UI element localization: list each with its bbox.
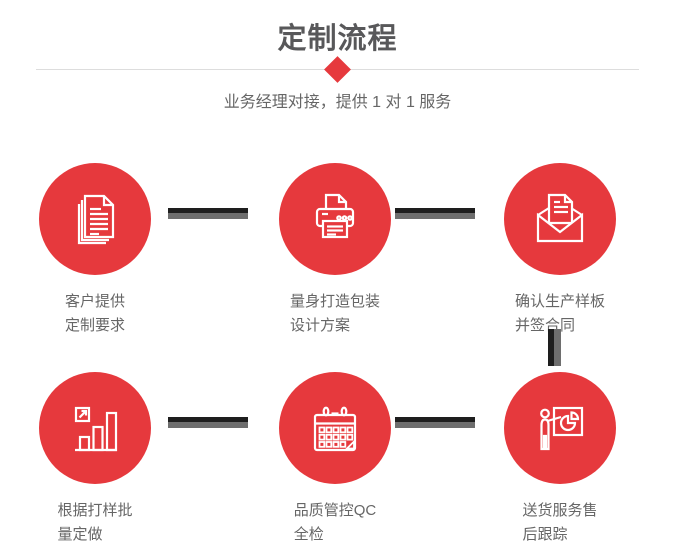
process-step-1: 客户提供 定制要求 bbox=[15, 163, 175, 338]
step-label: 送货服务售 后跟踪 bbox=[522, 502, 598, 543]
diamond-icon bbox=[324, 56, 351, 83]
process-step-2: 量身打造包装 设计方案 bbox=[255, 163, 415, 338]
step-label: 量身打造包装 设计方案 bbox=[289, 293, 380, 334]
page-title: 定制流程 bbox=[277, 23, 398, 55]
calendar-icon bbox=[305, 398, 365, 458]
step-label: 品质管控QC 全检 bbox=[293, 502, 377, 543]
page-subtitle: 业务经理对接，提供 1 对 1 服务 bbox=[223, 94, 452, 111]
connector-vertical bbox=[548, 329, 561, 366]
step-circle bbox=[39, 163, 151, 275]
connector-horizontal bbox=[168, 417, 248, 428]
connector-horizontal bbox=[168, 208, 248, 219]
process-step-5: 品质管控QC 全检 bbox=[255, 372, 415, 547]
presenter-icon bbox=[530, 398, 590, 458]
step-circle bbox=[279, 372, 391, 484]
documents-icon bbox=[65, 189, 125, 249]
bar-chart-icon bbox=[65, 398, 125, 458]
envelope-icon bbox=[530, 189, 590, 249]
step-circle bbox=[504, 372, 616, 484]
connector-horizontal bbox=[395, 208, 475, 219]
step-circle bbox=[39, 372, 151, 484]
printer-icon bbox=[305, 189, 365, 249]
step-circle bbox=[504, 163, 616, 275]
connector-horizontal bbox=[395, 417, 475, 428]
process-step-4: 根据打样批 量定做 bbox=[15, 372, 175, 547]
process-step-6: 送货服务售 后跟踪 bbox=[480, 372, 640, 547]
process-step-3: 确认生产样板 并签合同 bbox=[480, 163, 640, 338]
step-circle bbox=[279, 163, 391, 275]
step-label: 根据打样批 量定做 bbox=[57, 502, 133, 543]
step-label: 客户提供 定制要求 bbox=[64, 293, 125, 334]
